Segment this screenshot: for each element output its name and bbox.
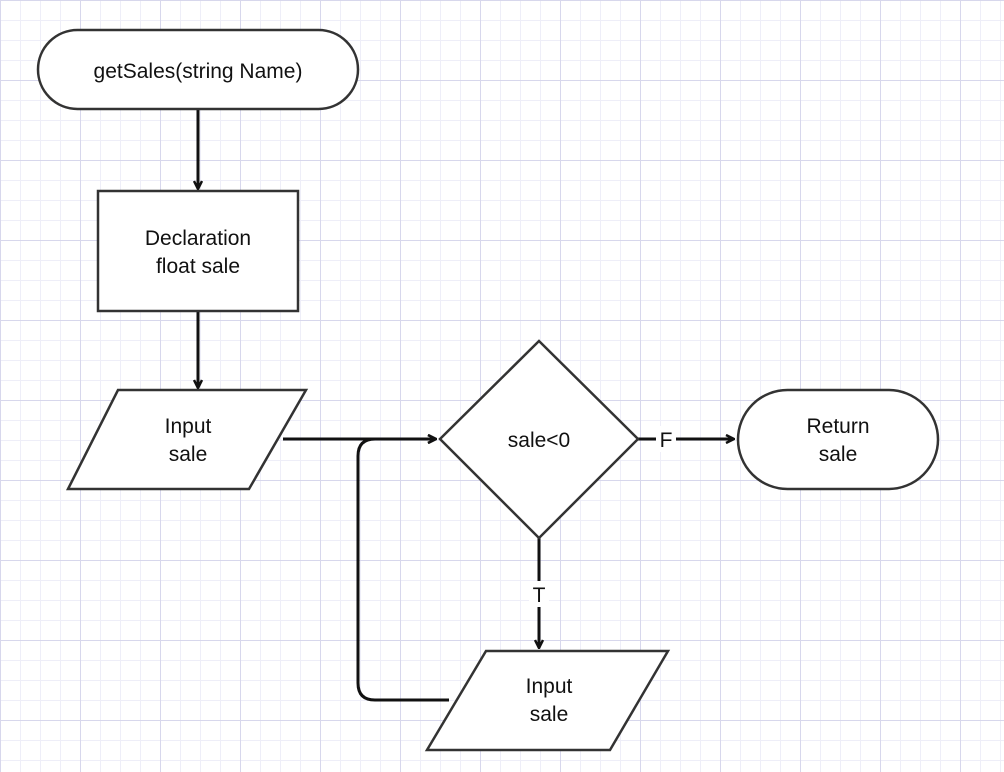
false-label-background (656, 426, 676, 452)
true-edge-label: T (533, 584, 546, 607)
start-terminator-label: getSales(string Name) (94, 60, 303, 83)
return-label-line2: sale (819, 443, 858, 466)
return-terminator-node: Return sale (736, 388, 940, 491)
declaration-label-line2: float sale (156, 255, 240, 278)
input-sale-node-2: Input sale (424, 649, 671, 752)
input-sale-node-1: Input sale (65, 388, 309, 491)
input2-label-line1: Input (526, 675, 573, 698)
declaration-process-node: Declaration float sale (96, 189, 300, 313)
input2-label-line2: sale (530, 703, 569, 726)
true-label-background (529, 581, 549, 607)
return-label-line1: Return (806, 415, 869, 438)
declaration-label-line1: Declaration (145, 227, 251, 250)
start-terminator-node: getSales(string Name) (36, 28, 360, 111)
input1-label-line2: sale (169, 443, 208, 466)
decision-label: sale<0 (508, 429, 570, 452)
edge-input2-loop-to-decision (356, 439, 449, 702)
decision-node: sale<0 (438, 339, 640, 540)
input1-label-line1: Input (165, 415, 212, 438)
false-edge-label: F (660, 429, 673, 452)
